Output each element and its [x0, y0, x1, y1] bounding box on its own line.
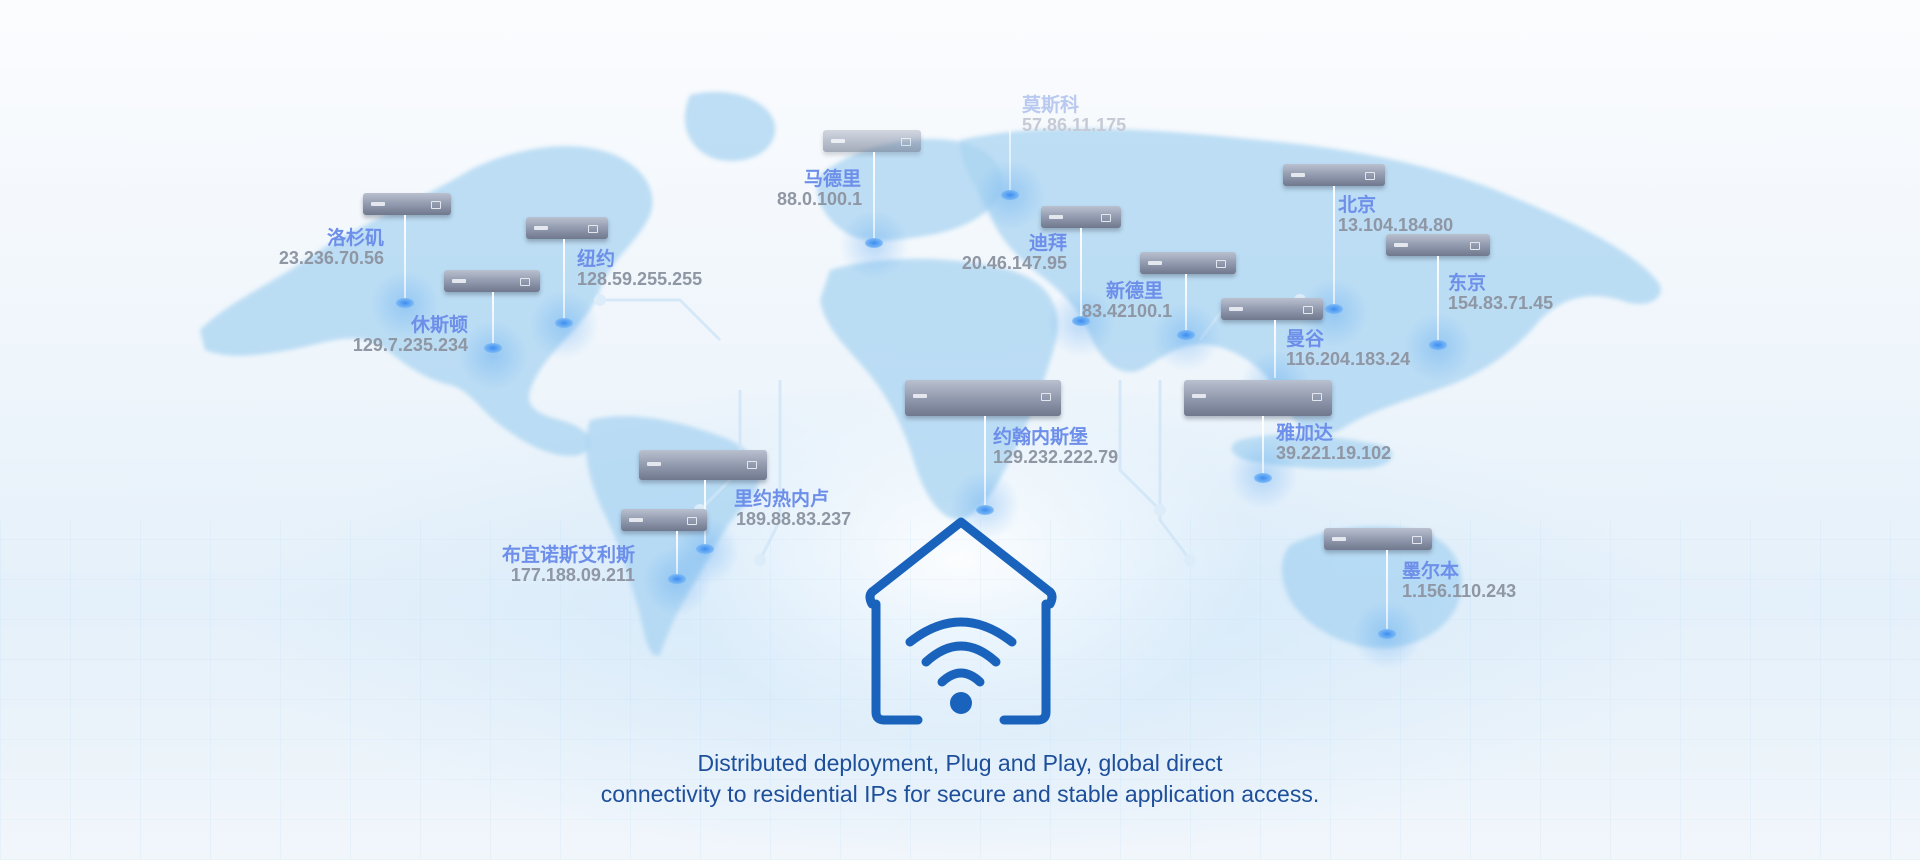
- location-dot: [555, 318, 573, 328]
- ip-address: 154.83.71.45: [1448, 292, 1554, 313]
- marker-stem: [1080, 228, 1082, 320]
- ip-address: 23.236.70.56: [278, 247, 384, 268]
- location-dot: [668, 574, 686, 584]
- city-name: 迪拜: [1028, 232, 1067, 254]
- marker-stem: [1386, 550, 1388, 632]
- location-label: 约翰内斯堡 129.232.222.79: [993, 426, 1119, 467]
- location-dot: [976, 505, 994, 515]
- city-name: 纽约: [577, 248, 616, 270]
- location-dot: [1001, 190, 1019, 200]
- location-label: 墨尔本 1.156.110.243: [1402, 560, 1517, 601]
- background-grid: [0, 520, 1920, 860]
- continent-europe: [817, 139, 1003, 241]
- city-name: 北京: [1338, 194, 1377, 216]
- location-dot: [1378, 629, 1396, 639]
- caption-line-2: connectivity to residential IPs for secu…: [600, 781, 1320, 807]
- city-name: 墨尔本: [1402, 560, 1460, 582]
- ip-address: 20.46.147.95: [961, 252, 1067, 273]
- router-device: [823, 130, 921, 152]
- city-name: 约翰内斯堡: [993, 426, 1089, 448]
- city-name: 新德里: [1106, 280, 1164, 302]
- city-name: 洛杉矶: [326, 227, 384, 249]
- marker-stem: [1274, 320, 1276, 378]
- ip-address: 1.156.110.243: [1402, 580, 1517, 601]
- location-label: 北京 13.104.184.80: [1338, 194, 1454, 235]
- location-label: 休斯顿 129.7.235.234: [346, 314, 468, 355]
- continent-asia: [960, 128, 1661, 435]
- ip-address: 189.88.83.237: [736, 508, 852, 529]
- city-name: 里约热内卢: [734, 488, 830, 510]
- ip-address: 116.204.183.24: [1286, 348, 1411, 369]
- location-label: 洛杉矶 23.236.70.56: [272, 227, 384, 268]
- router-device: [526, 217, 608, 239]
- marker-stem: [1262, 416, 1264, 476]
- location-dot: [1072, 316, 1090, 326]
- router-device: [363, 193, 451, 215]
- location-label: 曼谷 116.204.183.24: [1286, 328, 1411, 369]
- ip-address: 83.42100.1: [1082, 300, 1173, 321]
- router-device: [1140, 252, 1236, 274]
- location-label: 迪拜 20.46.147.95: [955, 232, 1067, 273]
- marker-stem: [1185, 274, 1187, 332]
- location-label: 莫斯科 57.86.11.175: [1022, 94, 1127, 135]
- marker-stem: [492, 292, 494, 346]
- city-name: 莫斯科: [1022, 94, 1080, 116]
- continent-indonesia: [1231, 434, 1393, 469]
- continent-greenland: [684, 91, 776, 161]
- city-name: 曼谷: [1286, 328, 1325, 350]
- location-dot: [484, 343, 502, 353]
- router-device: [639, 450, 767, 480]
- caption: Distributed deployment, Plug and Play, g…: [0, 748, 1920, 810]
- city-name: 休斯顿: [410, 314, 468, 336]
- location-dot: [1325, 304, 1343, 314]
- router-device: [1221, 298, 1323, 320]
- ip-address: 88.0.100.1: [777, 188, 863, 209]
- location-dot: [865, 238, 883, 248]
- home-wifi-icon: [858, 512, 1064, 735]
- location-dot: [1254, 473, 1272, 483]
- router-device: [1041, 206, 1121, 228]
- router-device: [1324, 528, 1432, 550]
- location-dot: [1429, 340, 1447, 350]
- router-device: [621, 509, 707, 531]
- location-label: 东京 154.83.71.45: [1448, 272, 1554, 313]
- city-name: 马德里: [803, 168, 861, 190]
- city-name: 东京: [1448, 272, 1487, 294]
- marker-stem: [676, 531, 678, 577]
- location-dot: [696, 544, 714, 554]
- city-name: 布宜诺斯艾利斯: [501, 544, 635, 566]
- ip-address: 39.221.19.102: [1276, 442, 1392, 463]
- caption-line-1: Distributed deployment, Plug and Play, g…: [697, 750, 1223, 776]
- location-label: 里约热内卢 189.88.83.237: [734, 488, 852, 529]
- location-label: 马德里 88.0.100.1: [777, 168, 863, 209]
- ip-address: 13.104.184.80: [1338, 214, 1454, 235]
- ip-address: 128.59.255.255: [577, 268, 703, 289]
- marker-stem: [873, 152, 875, 240]
- ip-address: 129.232.222.79: [993, 446, 1119, 467]
- marker-stem: [984, 416, 986, 508]
- location-dot: [396, 298, 414, 308]
- ip-address: 57.86.11.175: [1022, 114, 1127, 135]
- router-device: [1184, 380, 1332, 416]
- location-label: 新德里 83.42100.1: [1082, 280, 1173, 321]
- location-label: 纽约 128.59.255.255: [577, 248, 703, 289]
- marker-stem: [563, 239, 565, 321]
- marker-stem: [1009, 130, 1011, 192]
- location-dot: [1177, 330, 1195, 340]
- ip-address: 129.7.235.234: [352, 334, 468, 355]
- marker-stem: [1437, 256, 1439, 342]
- continent-australia: [1281, 526, 1462, 649]
- ip-address: 177.188.09.211: [510, 564, 635, 585]
- router-device: [1283, 164, 1385, 186]
- router-device: [1386, 234, 1490, 256]
- marker-stem: [1333, 186, 1335, 306]
- marker-stem: [404, 215, 406, 300]
- router-device: [905, 380, 1061, 416]
- router-device: [444, 270, 540, 292]
- location-label: 雅加达 39.221.19.102: [1276, 422, 1392, 463]
- city-name: 雅加达: [1276, 422, 1334, 444]
- location-label: 布宜诺斯艾利斯 177.188.09.211: [472, 544, 635, 585]
